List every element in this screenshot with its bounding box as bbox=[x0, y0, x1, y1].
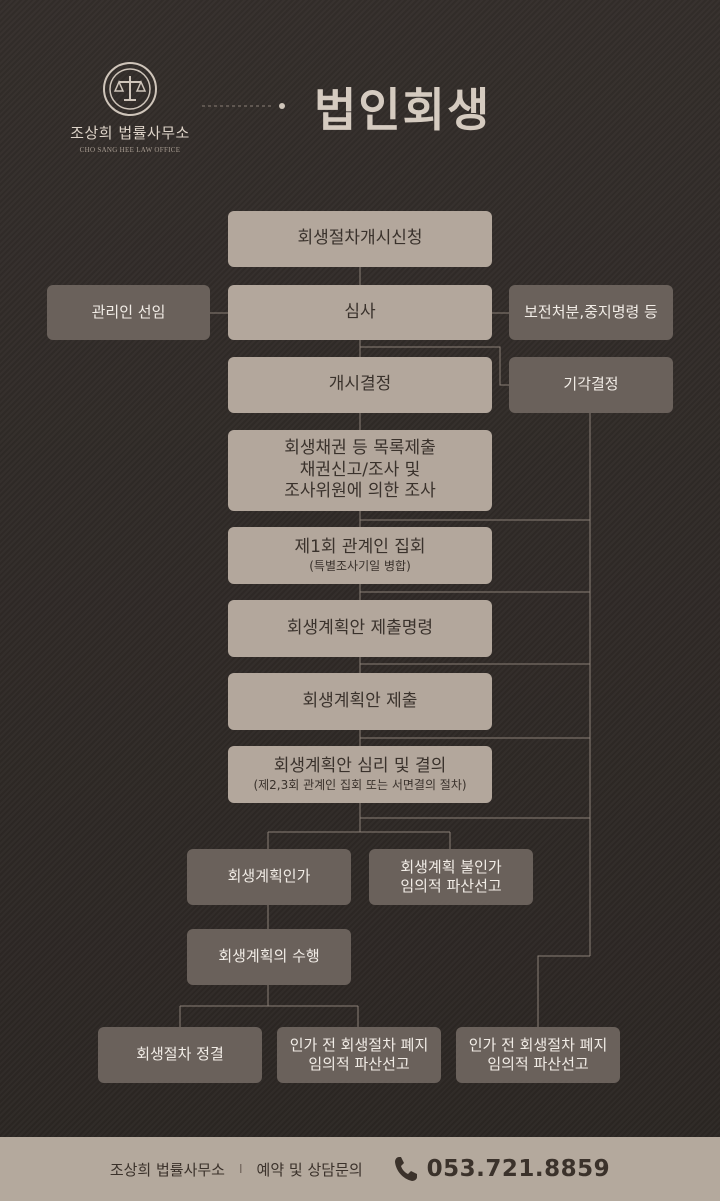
step-first-meeting: 제1회 관계인 집회 (특별조사기일 병합) bbox=[228, 527, 492, 584]
step-dismiss-label: 기각결정 bbox=[563, 375, 619, 394]
step-abolition-b: 인가 전 회생절차 폐지 임의적 파산선고 bbox=[456, 1027, 620, 1083]
step-apply: 회생절차개시신청 bbox=[228, 211, 492, 267]
step-claims: 회생채권 등 목록제출 채권신고/조사 및 조사위원에 의한 조사 bbox=[228, 430, 492, 511]
header-divider bbox=[202, 103, 285, 109]
step-apply-label: 회생절차개시신청 bbox=[297, 228, 423, 249]
step-preservation-order: 보전처분,중지명령 등 bbox=[509, 285, 673, 340]
step-meeting1-label: 제1회 관계인 집회 bbox=[294, 536, 426, 557]
law-emblem-icon bbox=[103, 62, 157, 116]
step-abolish-a-line1: 인가 전 회생절차 폐지 bbox=[289, 1035, 429, 1054]
step-reject-line2: 임의적 파산선고 bbox=[400, 877, 502, 895]
step-plan-submit-label: 회생계획안 제출 bbox=[302, 690, 418, 711]
step-appoint-label: 관리인 선임 bbox=[91, 302, 166, 321]
step-start-label: 개시결정 bbox=[328, 374, 392, 395]
step-review: 심사 bbox=[228, 285, 492, 340]
step-claims-line2: 채권신고/조사 및 bbox=[299, 459, 421, 480]
footer-contact-label: 예약 및 상담문의 bbox=[256, 1160, 363, 1179]
step-claims-line1: 회생채권 등 목록제출 bbox=[284, 437, 436, 458]
step-approve-label: 회생계획인가 bbox=[227, 867, 311, 886]
phone-icon bbox=[393, 1155, 419, 1183]
step-conclude-label: 회생절차 정결 bbox=[136, 1045, 224, 1064]
footer-separator: I bbox=[238, 1162, 243, 1176]
phone-number[interactable]: 053.721.8859 bbox=[426, 1156, 611, 1182]
step-meeting1-sub: (특별조사기일 병합) bbox=[309, 558, 411, 573]
firm-name-kr: 조상희 법률사무소 bbox=[70, 124, 190, 142]
step-abolish-b-line2: 임의적 파산선고 bbox=[487, 1055, 589, 1073]
step-plan-execution: 회생계획의 수행 bbox=[187, 929, 351, 985]
firm-logo: 조상희 법률사무소 CHO SANG HEE LAW OFFICE bbox=[60, 60, 200, 154]
step-abolition-a: 인가 전 회생절차 폐지 임의적 파산선고 bbox=[277, 1027, 441, 1083]
step-plan-review-sub: (제2,3회 관계인 집회 또는 서면결의 절차) bbox=[253, 777, 467, 792]
contact-footer: 조상희 법률사무소 I 예약 및 상담문의 053.721.8859 bbox=[0, 1137, 720, 1201]
step-dismissal: 기각결정 bbox=[509, 357, 673, 413]
page-title: 법인회생 bbox=[314, 83, 492, 137]
footer-firm-name: 조상희 법률사무소 bbox=[109, 1160, 225, 1179]
step-plan-order: 회생계획안 제출명령 bbox=[228, 600, 492, 657]
step-plan-order-label: 회생계획안 제출명령 bbox=[286, 617, 434, 638]
step-reject-line1: 회생계획 불인가 bbox=[400, 857, 502, 876]
step-plan-rejection: 회생계획 불인가 임의적 파산선고 bbox=[369, 849, 533, 905]
step-claims-line3: 조사위원에 의한 조사 bbox=[284, 481, 436, 502]
step-plan-review-label: 회생계획안 심리 및 결의 bbox=[273, 755, 447, 776]
step-plan-approval: 회생계획인가 bbox=[187, 849, 351, 905]
step-execute-label: 회생계획의 수행 bbox=[218, 947, 320, 966]
step-commencement: 개시결정 bbox=[228, 357, 492, 413]
step-preserve-label: 보전처분,중지명령 등 bbox=[524, 302, 658, 321]
step-plan-review: 회생계획안 심리 및 결의 (제2,3회 관계인 집회 또는 서면결의 절차) bbox=[228, 746, 492, 803]
step-conclusion: 회생절차 정결 bbox=[98, 1027, 262, 1083]
firm-name-en: CHO SANG HEE LAW OFFICE bbox=[79, 146, 181, 154]
step-appoint-administrator: 관리인 선임 bbox=[47, 285, 210, 340]
step-review-label: 심사 bbox=[344, 301, 376, 322]
step-abolish-b-line1: 인가 전 회생절차 폐지 bbox=[468, 1035, 608, 1054]
step-abolish-a-line2: 임의적 파산선고 bbox=[308, 1055, 410, 1073]
step-plan-submit: 회생계획안 제출 bbox=[228, 673, 492, 730]
